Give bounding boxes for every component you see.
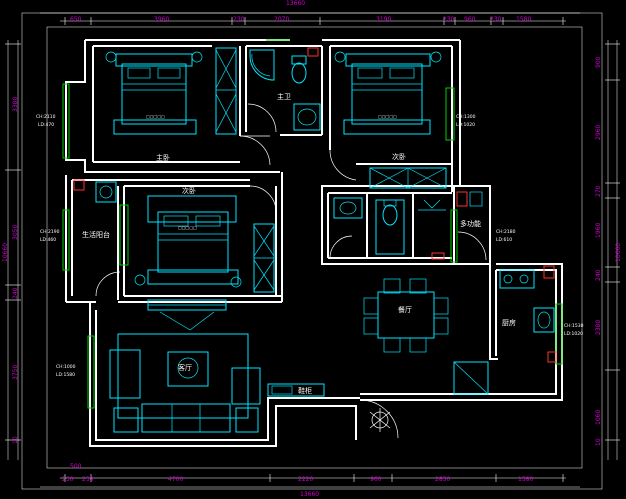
master-bed: □□□□□	[105, 51, 203, 135]
window-master	[62, 83, 70, 159]
balcony-fixtures	[73, 179, 121, 297]
dim-top-1: 3960	[154, 16, 169, 23]
dim-top-3: 2070	[274, 16, 289, 23]
kitchen-fixtures	[453, 265, 557, 395]
label-shoe-cabinet: 鞋柜	[298, 386, 312, 395]
window-bed2	[445, 87, 455, 141]
w-living-ch: CH:1000	[56, 364, 76, 370]
window-living	[87, 335, 95, 409]
dim-left-4: 10	[12, 436, 19, 444]
bath2-fixtures	[329, 197, 446, 260]
svg-text:□□□□□: □□□□□	[378, 114, 397, 119]
dim-bottom-1: 4700	[168, 476, 183, 483]
entrance-plant	[359, 399, 399, 439]
w-bed2-ld: LD:1020	[456, 122, 475, 128]
outer-frame	[5, 12, 620, 490]
label-living: 客厅	[178, 363, 192, 372]
dim-top-6: 960	[464, 16, 476, 23]
dim-top-8: 1580	[516, 16, 531, 23]
dim-right-1: 2960	[595, 125, 602, 140]
dim-left-2: 240	[12, 287, 19, 299]
dim-right-7: 10	[595, 438, 602, 446]
dining-furniture	[363, 278, 449, 353]
w-master-ld: LD:470	[38, 122, 54, 128]
dim-bottom-3: 960	[370, 476, 382, 483]
bed2-door	[329, 149, 357, 181]
svg-text:□□□□□: □□□□□	[178, 225, 197, 230]
w-master-ch: CH:2110	[36, 114, 56, 120]
bed3-door	[249, 185, 277, 213]
w-living-ld: LD:1580	[56, 372, 75, 378]
dim-top-0: 650	[70, 16, 82, 23]
w-multi-ld: LD:610	[496, 237, 512, 243]
dim-right-3: 1960	[595, 223, 602, 238]
dim-bottom-small-1: 230	[62, 476, 74, 483]
dim-right-5: 2380	[595, 320, 602, 335]
label-kitchen: 厨房	[502, 318, 516, 327]
label-master-bedroom: 主卧	[156, 153, 170, 162]
dim-top-total: 13660	[286, 0, 305, 7]
window-bed3	[119, 204, 129, 266]
label-dining: 餐厅	[398, 305, 412, 314]
dim-top-5: 230	[443, 16, 455, 23]
bed3-wardrobe	[253, 223, 275, 293]
master-wardrobe	[215, 47, 237, 135]
dim-left-1: 3050	[12, 225, 19, 240]
dim-bottom-2: 2220	[298, 476, 313, 483]
bed3-bed: □□□□□	[134, 195, 242, 288]
room-labels: 主卧 主卫 次卧 次卧 生活阳台 多功能 餐厅 厨房 客厅 鞋柜	[82, 92, 516, 395]
window-kitchen	[555, 303, 563, 365]
dim-top-4: 3190	[376, 16, 391, 23]
bed2-bed: □□□□□	[334, 51, 442, 135]
label-bedroom-3: 次卧	[182, 186, 196, 195]
w-balcony-ch: CH:2190	[40, 229, 60, 235]
svg-text:□□□□□: □□□□□	[146, 114, 165, 119]
dim-bottom-total: 13660	[300, 491, 319, 498]
dim-left-3: 3750	[12, 365, 19, 380]
living-furniture	[109, 299, 325, 433]
window-multi	[450, 209, 458, 263]
label-bedroom-2: 次卧	[392, 152, 406, 161]
w-balcony-ld: LD:460	[40, 237, 56, 243]
bed2-wardrobe	[369, 167, 447, 189]
dim-right-6: 1060	[595, 410, 602, 425]
w-kitchen-ld: LD:1020	[564, 331, 583, 337]
dim-top-2: 230	[233, 16, 245, 23]
label-master-bath: 主卫	[277, 92, 291, 101]
master-bath-fixtures	[247, 47, 321, 133]
windows	[62, 39, 563, 409]
master-door	[239, 135, 271, 166]
multi-fixtures	[456, 191, 487, 261]
window-balcony	[62, 209, 70, 271]
w-multi-ch: CH:2180	[496, 229, 516, 235]
dim-bottom-5: 1580	[518, 476, 533, 483]
dim-bottom-small-2: 230	[82, 476, 94, 483]
dim-right-total: 10660	[615, 243, 622, 262]
label-balcony: 生活阳台	[82, 230, 110, 239]
w-bed2-ch: CH:1300	[456, 114, 476, 120]
w-kitchen-ch: CH:1530	[564, 323, 584, 329]
label-multi: 多功能	[460, 219, 481, 228]
dim-left-total: 10660	[2, 243, 9, 262]
dim-right-0: 900	[595, 56, 602, 68]
dim-right-2: 270	[595, 185, 602, 197]
dim-right-4: 240	[595, 269, 602, 281]
dim-bottom-4: 2850	[435, 476, 450, 483]
window-notes: CH:2110 LD:470 CH:1300 LD:1020 CH:2190 L…	[36, 114, 584, 378]
dim-bottom-small-0: 500	[70, 463, 82, 470]
dim-top-7: 230	[490, 16, 502, 23]
dim-left-0: 3380	[12, 97, 19, 112]
